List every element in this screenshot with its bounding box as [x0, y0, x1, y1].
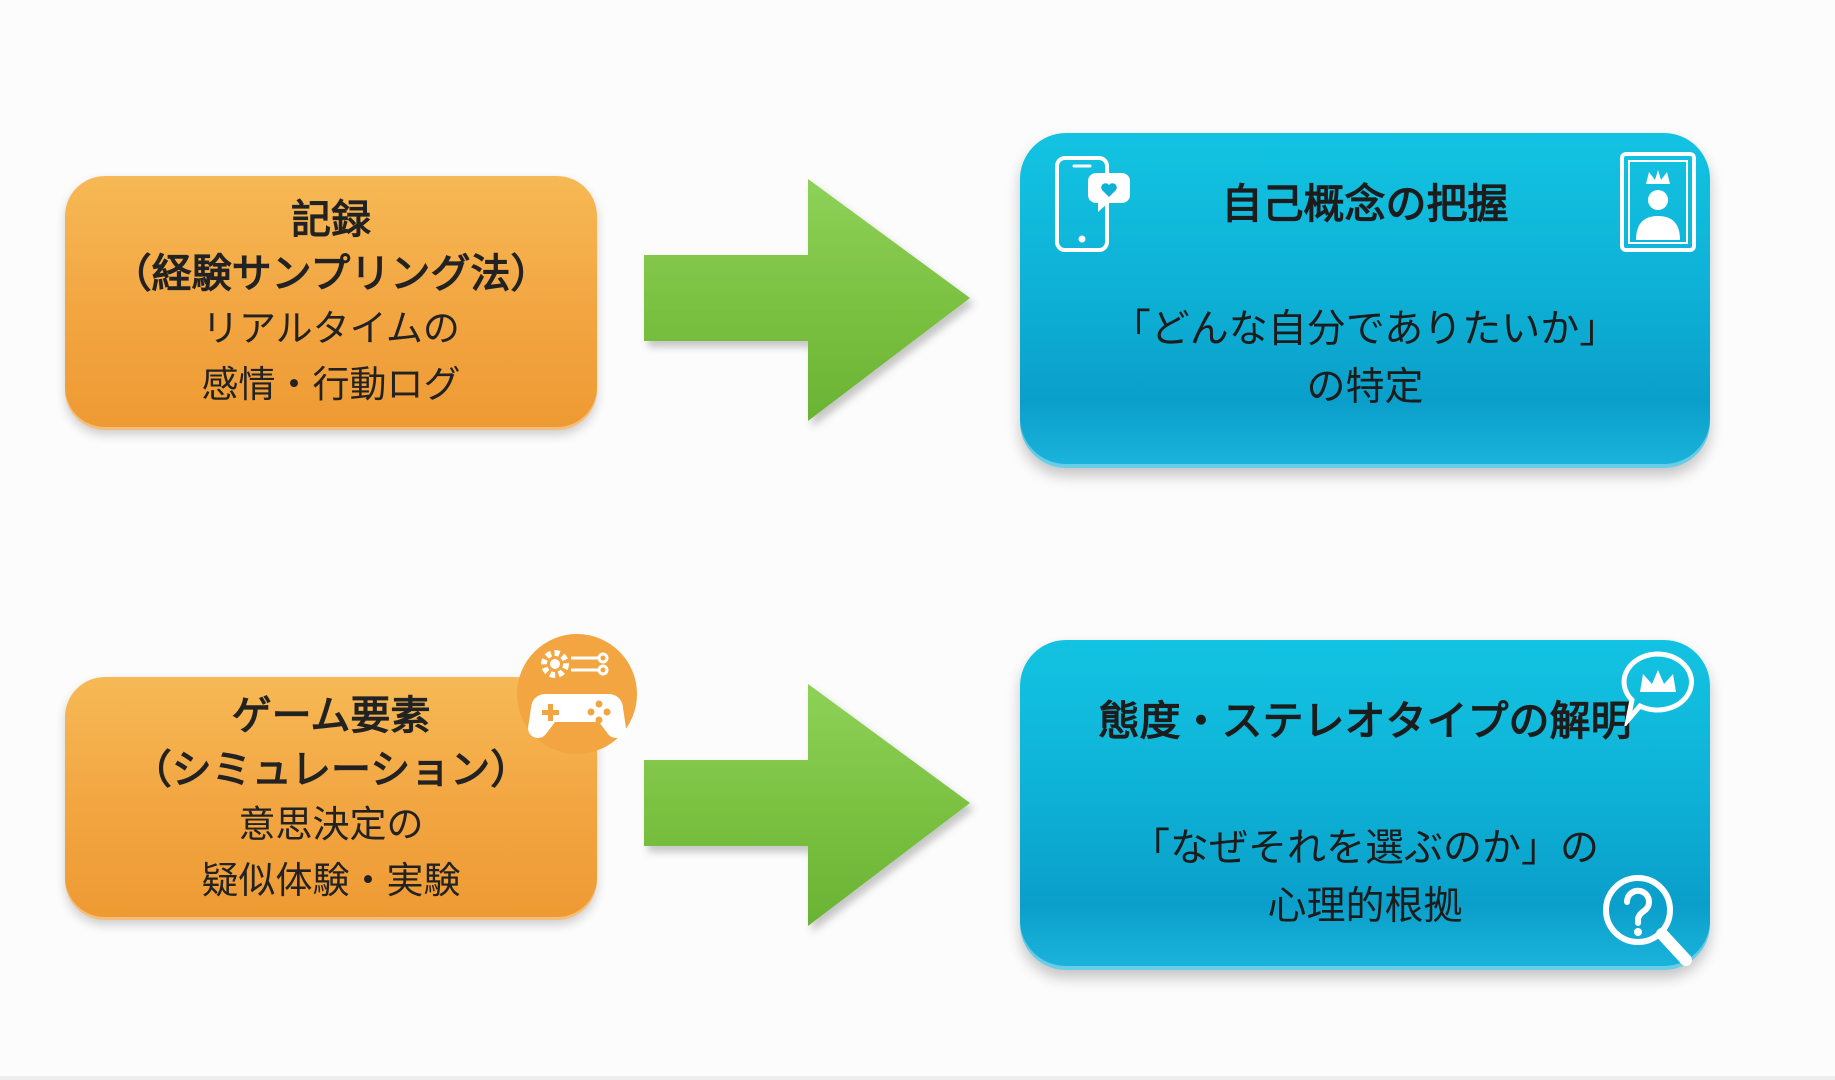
crown-speech-bubble-icon	[1621, 651, 1694, 726]
source-title-line: （シミュレーション）	[131, 746, 531, 793]
result-body-line: 心理的根拠	[1267, 884, 1463, 929]
question-magnifier-icon	[1603, 875, 1692, 966]
result-body: 「どんな自分でありたいか」 の特定	[1020, 301, 1710, 417]
result-box-self-concept: 自己概念の把握 「どんな自分でありたいか」 の特定	[1020, 133, 1710, 468]
bottom-band	[0, 1076, 1835, 1080]
right-arrow-icon	[644, 179, 970, 421]
source-title-line: 記録	[291, 197, 371, 243]
result-body-line: 「どんな自分でありたいか」	[1111, 307, 1619, 352]
source-body-line: 感情・行動ログ	[201, 363, 461, 406]
source-title-line: （経験サンプリング法）	[111, 251, 551, 297]
smartphone-chat-icon	[1055, 156, 1130, 252]
result-title: 自己概念の把握	[1221, 180, 1509, 228]
source-body-line: リアルタイムの	[202, 307, 460, 350]
result-title: 態度・ステレオタイプの解明	[1098, 697, 1632, 745]
source-box-recording: 記録 （経験サンプリング法） リアルタイムの 感情・行動ログ	[65, 176, 597, 430]
result-body-line: 「なぜそれを選ぶのか」の	[1130, 826, 1599, 871]
source-title-line: ゲーム要素	[231, 692, 431, 739]
result-box-attitudes-stereotypes: 態度・ステレオタイプの解明 「なぜそれを選ぶのか」の 心理的根拠	[1020, 640, 1710, 970]
source-body-line: 疑似体験・実験	[201, 858, 461, 902]
result-body-line: の特定	[1306, 365, 1424, 410]
crown-portrait-icon	[1620, 152, 1696, 252]
result-body: 「なぜそれを選ぶのか」の 心理的根拠	[1020, 820, 1710, 936]
source-box-game-elements: ゲーム要素 （シミュレーション） 意思決定の 疑似体験・実験	[65, 677, 597, 920]
right-arrow-icon	[644, 684, 970, 926]
source-body-line: 意思決定の	[238, 802, 424, 846]
gear-gamepad-icon	[517, 634, 637, 754]
